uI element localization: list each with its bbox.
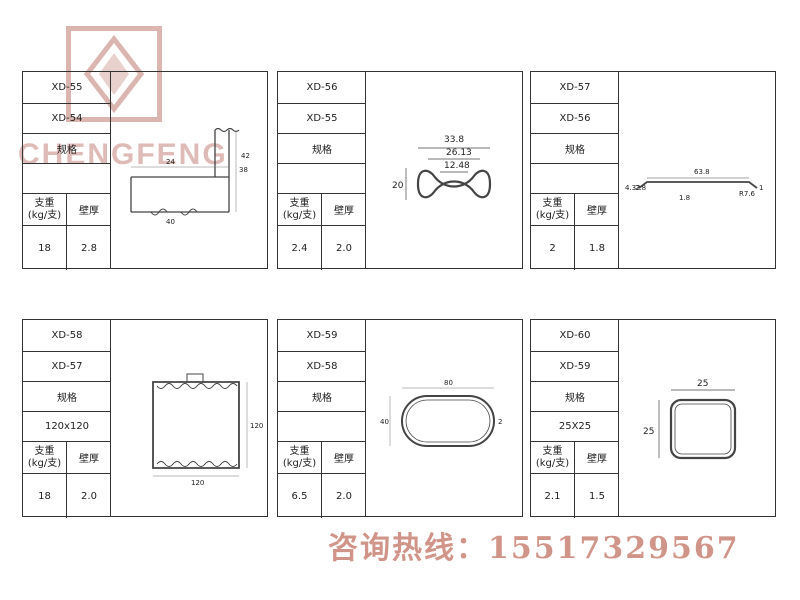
profile-xd55-diagram: 24 38 40 42 (130, 127, 250, 226)
profile-drawing: 24 38 40 42 (111, 72, 267, 268)
dim-label: 26.13 (446, 148, 472, 158)
wall-label: 壁厚 (67, 194, 111, 226)
weight-value: 6.5 (278, 474, 322, 518)
model-code: XD-59 (278, 320, 366, 352)
spec-value (278, 412, 366, 442)
profile-xd56-diagram: 33.8 26.13 12.48 20 (392, 135, 492, 200)
wall-value: 2.8 (81, 242, 97, 254)
dim-label: 42 (241, 152, 250, 160)
spec-value: 120x120 (23, 412, 111, 442)
profile-drawing: 80 40 2 (366, 320, 522, 516)
dim-label: 20 (392, 181, 404, 191)
model-code: XD-57 (531, 72, 619, 104)
dim-label: 25 (697, 379, 708, 389)
spec-label: 规格 (278, 134, 366, 164)
profile-drawing: 25 25 (619, 320, 775, 516)
dim-label: 120 (250, 422, 263, 430)
model-code: XD-55 (23, 72, 111, 104)
weight-label: 支重(kg/支) (278, 194, 322, 226)
weight-label: 支重(kg/支) (531, 194, 575, 226)
prev-model-code: XD-58 (278, 352, 366, 382)
spec-table: XD-58 XD-57 规格 120x120 支重(kg/支) 壁厚 18 2.… (23, 320, 111, 518)
spec-table: XD-56 XD-55 规格 支重(kg/支) 壁厚 2.4 2.0 (278, 72, 366, 270)
prev-model-code: XD-56 (531, 104, 619, 134)
model-code: XD-60 (531, 320, 619, 352)
wall-value: 2.0 (81, 490, 97, 502)
dim-label: 120 (191, 479, 204, 487)
weight-label: 支重(kg/支) (23, 194, 67, 226)
weight-label: 支重(kg/支) (23, 442, 67, 474)
profile-xd60-diagram: 25 25 (643, 379, 737, 460)
dim-label: 40 (380, 418, 389, 426)
weight-label: 支重(kg/支) (278, 442, 322, 474)
dim-label: 63.8 (694, 168, 710, 176)
profile-card-xd58: XD-58 XD-57 规格 120x120 支重(kg/支) 壁厚 18 2.… (22, 319, 268, 518)
dim-label: 1 (759, 184, 763, 192)
wall-label: 壁厚 (322, 442, 366, 474)
wall-label: 壁厚 (575, 194, 619, 226)
profile-xd59-diagram: 80 40 2 (380, 379, 502, 447)
prev-model-code: XD-57 (23, 352, 111, 382)
dim-label: 1.8 (679, 194, 690, 202)
logo-emblem (66, 26, 162, 122)
dim-label: 2 (498, 418, 502, 426)
dim-label: 2.8 (635, 184, 646, 192)
weight-value: 2 (531, 226, 575, 270)
profile-card-xd55: XD-55 XD-54 规格 支重(kg/支) 壁厚 18 2.8 24 38 … (22, 71, 268, 270)
dim-label: 25 (643, 427, 654, 437)
dim-label: 40 (166, 218, 175, 226)
weight-value: 2.1 (531, 474, 575, 518)
dim-label: 33.8 (444, 135, 464, 145)
profile-card-xd59: XD-59 XD-58 规格 支重(kg/支) 壁厚 6.5 2.0 80 40… (277, 319, 523, 518)
weight-value: 2.4 (278, 226, 322, 270)
wall-label: 壁厚 (67, 442, 111, 474)
profile-xd58-diagram: 120 120 (152, 373, 263, 487)
wall-value: 1.8 (589, 242, 605, 254)
weight-value: 18 (23, 474, 67, 518)
dim-label: 80 (444, 379, 453, 387)
dim-label: 38 (239, 166, 248, 174)
spec-value (23, 164, 111, 194)
dim-label: 24 (166, 158, 175, 166)
profile-drawing: 120 120 (111, 320, 267, 516)
spec-table: XD-60 XD-59 规格 25X25 支重(kg/支) 壁厚 2.1 1.5 (531, 320, 619, 518)
logo-text: CHENGFENG (18, 138, 228, 171)
spec-label: 规格 (23, 134, 111, 164)
profile-card-xd56: XD-56 XD-55 规格 支重(kg/支) 壁厚 2.4 2.0 33.8 … (277, 71, 523, 270)
profile-card-xd57: XD-57 XD-56 规格 支重(kg/支) 壁厚 2 1.8 63.8 4.… (530, 71, 776, 270)
dim-label: 4.32 (625, 184, 641, 192)
spec-label: 规格 (531, 134, 619, 164)
spec-label: 规格 (531, 382, 619, 412)
spec-value: 25X25 (531, 412, 619, 442)
model-code: XD-56 (278, 72, 366, 104)
dim-label: R7.6 (739, 190, 756, 198)
profile-drawing: 33.8 26.13 12.48 20 (366, 72, 522, 268)
prev-model-code: XD-59 (531, 352, 619, 382)
prev-model-code: XD-55 (278, 104, 366, 134)
weight-label: 支重(kg/支) (531, 442, 575, 474)
spec-table: XD-55 XD-54 规格 支重(kg/支) 壁厚 18 2.8 (23, 72, 111, 270)
weight-value: 18 (23, 226, 67, 270)
wall-value: 2.0 (336, 490, 352, 502)
profile-card-xd60: XD-60 XD-59 规格 25X25 支重(kg/支) 壁厚 2.1 1.5… (530, 319, 776, 518)
prev-model-code: XD-54 (23, 104, 111, 134)
spec-table: XD-59 XD-58 规格 支重(kg/支) 壁厚 6.5 2.0 (278, 320, 366, 518)
wall-label: 壁厚 (322, 194, 366, 226)
model-code: XD-58 (23, 320, 111, 352)
dim-label: 12.48 (444, 161, 470, 171)
spec-table: XD-57 XD-56 规格 支重(kg/支) 壁厚 2 1.8 (531, 72, 619, 270)
spec-label: 规格 (23, 382, 111, 412)
spec-label: 规格 (278, 382, 366, 412)
hotline-text: 咨询热线：15517329567 (328, 531, 740, 566)
wall-value: 1.5 (589, 490, 605, 502)
profile-xd57-diagram: 63.8 4.32 2.8 1.8 1 R7.6 (625, 168, 763, 202)
wall-label: 壁厚 (575, 442, 619, 474)
profile-drawing: 63.8 4.32 2.8 1.8 1 R7.6 (619, 72, 775, 268)
spec-value (531, 164, 619, 194)
spec-value (278, 164, 366, 194)
logo-diamond-icon (83, 34, 145, 114)
brand-logo: CHENGFENG (18, 26, 226, 176)
wall-value: 2.0 (336, 242, 352, 254)
